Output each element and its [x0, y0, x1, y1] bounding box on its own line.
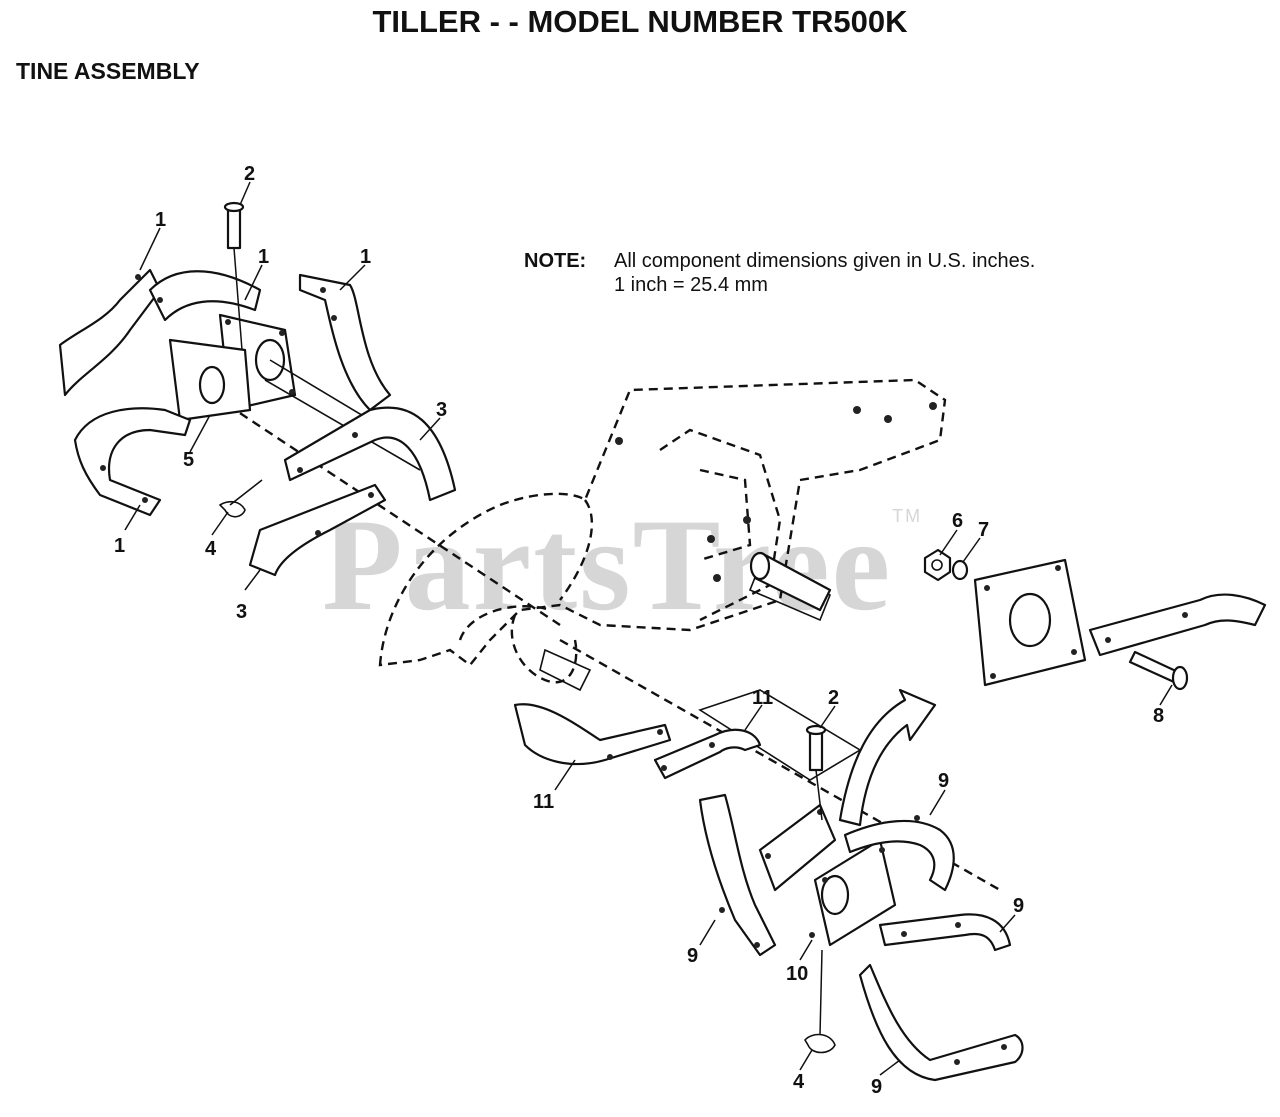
callout-9-top: 9: [938, 770, 949, 792]
callout-9-bottom: 9: [871, 1076, 882, 1098]
note-line-2: 1 inch = 25.4 mm: [614, 274, 768, 296]
callout-11-bottom: 11: [533, 791, 554, 813]
lower-tine-9b: [843, 815, 955, 892]
lower-tine-11a: [513, 703, 672, 766]
callout-5: 5: [183, 449, 194, 471]
bolt-8: [1128, 650, 1189, 691]
clevis-pin-left: [223, 201, 245, 351]
right-tine-8: [1088, 593, 1267, 657]
note-line-1: All component dimensions given in U.S. i…: [614, 250, 1036, 272]
callout-11-top: 11: [752, 687, 773, 709]
watermark-tm: TM: [892, 506, 923, 526]
callout-1-top-left: 1: [155, 209, 166, 231]
lower-tine-9c: [878, 913, 1012, 952]
callout-1-top-right: 1: [360, 246, 371, 268]
callout-4-bottom: 4: [793, 1071, 805, 1093]
callout-1-bottom: 1: [114, 535, 125, 557]
callout-10: 10: [786, 963, 808, 985]
callout-8: 8: [1153, 705, 1164, 727]
transmission-housing: [378, 378, 947, 684]
lock-washer-7: [951, 559, 969, 581]
callout-4-left: 4: [205, 538, 217, 560]
callout-3-right: 3: [436, 399, 447, 421]
watermark-text: PartsTree: [322, 491, 893, 638]
callout-2-bottom: 2: [828, 687, 839, 709]
callout-labels: 2 1 1 1 3 5 1 4 3 6 7 8 2 11 11 9 9 9 10…: [114, 163, 1164, 1098]
callout-1-top-center: 1: [258, 246, 269, 268]
rotation-arrow: [838, 688, 937, 827]
left-tine-1a: [58, 268, 162, 397]
callout-3-bottom: 3: [236, 601, 247, 623]
lower-tine-9d: [858, 963, 1024, 1082]
right-shaft: [749, 551, 832, 612]
callout-7: 7: [978, 519, 989, 541]
dimension-note: NOTE: All component dimensions given in U…: [524, 249, 1035, 297]
callout-9-left: 9: [687, 945, 698, 967]
note-label: NOTE:: [524, 250, 587, 272]
callout-9-right: 9: [1013, 895, 1024, 917]
watermark: PartsTreeTM: [322, 488, 922, 641]
hairpin-clip-left: [218, 479, 263, 518]
section-title: TINE ASSEMBLY: [16, 58, 200, 84]
lower-tine-flange: [758, 803, 897, 947]
left-tine-1b: [148, 270, 262, 322]
left-tine-3b: [248, 483, 387, 577]
leader-lines: [124, 181, 1173, 1076]
nut-6: [923, 548, 952, 582]
clevis-pin-right: [805, 724, 827, 821]
hairpin-clip-right: [804, 949, 836, 1054]
diagram-title: TILLER - - MODEL NUMBER TR500K: [372, 4, 908, 39]
lower-tine-9a: [698, 793, 777, 957]
left-tine-1d: [73, 407, 192, 517]
left-tine-3a: [283, 406, 457, 502]
left-tine-1c: [298, 273, 392, 412]
callout-6: 6: [952, 510, 963, 532]
right-flange-plate: [973, 558, 1087, 687]
callout-2-top: 2: [244, 163, 255, 185]
lower-tine-11b: [653, 728, 762, 780]
